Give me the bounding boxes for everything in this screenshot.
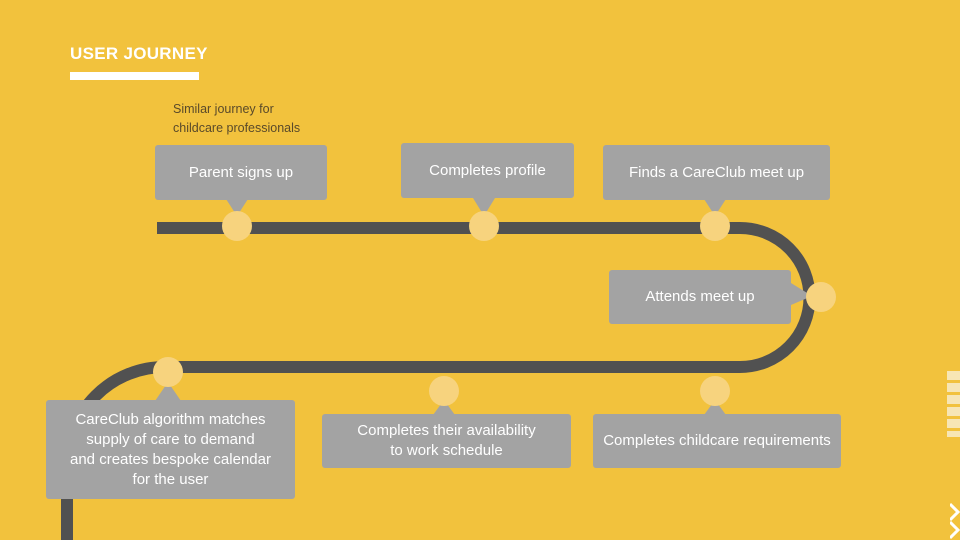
journey-note: Similar journey for childcare profession… (173, 100, 300, 138)
step-box-4: Attends meet up (609, 270, 791, 324)
node-step-4 (806, 282, 836, 312)
pointer-step-4 (791, 283, 812, 305)
decor-stripe (947, 371, 960, 437)
page-title: USER JOURNEY (70, 44, 208, 63)
step-box-3: Finds a CareClub meet up (603, 145, 830, 200)
step-box-5: Completes childcare requirements (593, 414, 841, 468)
title-underline (70, 72, 199, 80)
pointer-step-7 (155, 382, 181, 401)
journey-note-line-1: Similar journey for (173, 102, 274, 116)
pointer-step-6 (433, 400, 455, 415)
node-step-7 (153, 357, 183, 387)
decor-chevrons (950, 502, 960, 540)
step-box-7: CareClub algorithm matches supply of car… (46, 400, 295, 499)
node-step-1 (222, 211, 252, 241)
node-step-3 (700, 211, 730, 241)
step-box-1: Parent signs up (155, 145, 327, 200)
node-step-6 (429, 376, 459, 406)
journey-note-line-2: childcare professionals (173, 121, 301, 135)
pointer-step-3 (704, 199, 726, 216)
step-box-6: Completes their availability to work sch… (322, 414, 571, 468)
node-step-5 (700, 376, 730, 406)
pointer-step-1 (226, 199, 248, 216)
pointer-step-5 (704, 400, 726, 415)
step-box-2: Completes profile (401, 143, 574, 198)
node-step-2 (469, 211, 499, 241)
pointer-step-2 (473, 198, 495, 216)
